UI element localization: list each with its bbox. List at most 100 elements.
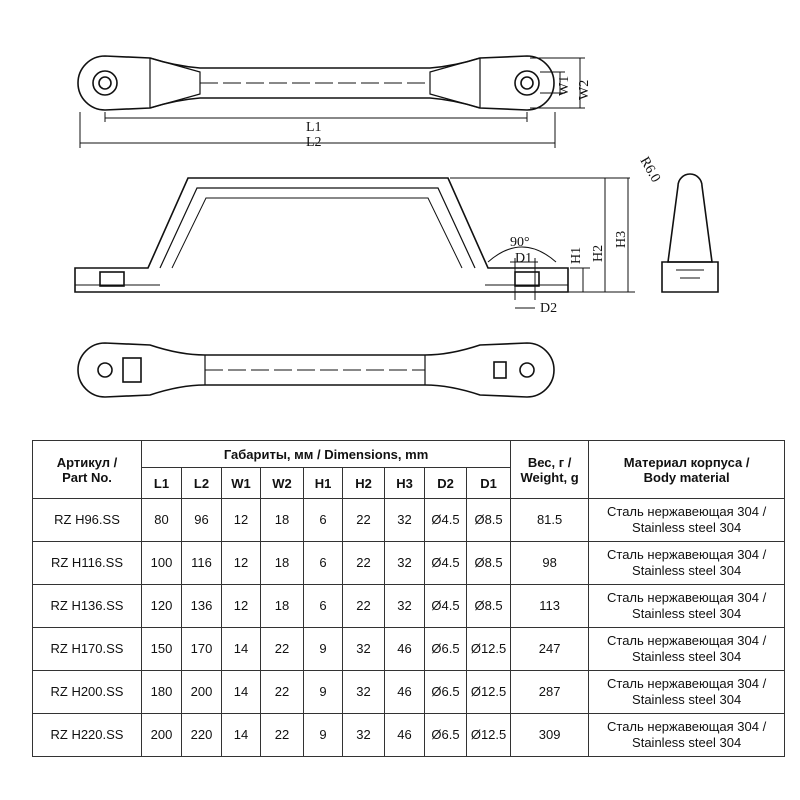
side-view: 90° D1 D2 H1 H2 H3 [74, 177, 635, 316]
material-en: Stainless steel 304 [632, 563, 742, 578]
cell-w2: 22 [260, 713, 304, 757]
label-W2: W2 [577, 80, 592, 100]
material-ru: Сталь нержавеющая 304 / [607, 676, 767, 691]
cell-material: Сталь нержавеющая 304 /Stainless steel 3… [588, 584, 786, 628]
cell-part-no: RZ H170.SS [32, 627, 142, 671]
cell-d2: Ø6.5 [424, 627, 467, 671]
cell-h3: 46 [384, 627, 425, 671]
cell-w1: 12 [221, 584, 261, 628]
cell-weight: 81.5 [510, 498, 590, 542]
cell-h2: 32 [342, 713, 385, 757]
header-l2: L2 [181, 467, 222, 499]
cell-w2: 18 [260, 498, 304, 542]
header-part-no: Артикул /Part No. [32, 440, 142, 499]
material-ru: Сталь нержавеющая 304 / [607, 547, 767, 562]
cell-weight: 247 [510, 627, 590, 671]
cell-weight: 98 [510, 541, 590, 585]
cell-l1: 200 [141, 713, 182, 757]
cell-d2: Ø4.5 [424, 498, 467, 542]
header-h1: H1 [303, 467, 343, 499]
cell-part-no: RZ H96.SS [32, 498, 142, 542]
label-H2: H2 [591, 245, 606, 262]
cell-l2: 96 [181, 498, 222, 542]
header-w2: W2 [260, 467, 304, 499]
cell-part-no: RZ H136.SS [32, 584, 142, 628]
cell-d1: Ø8.5 [465, 498, 512, 542]
cell-w2: 22 [260, 670, 304, 714]
cell-h2: 32 [342, 627, 385, 671]
cell-l1: 80 [141, 498, 182, 542]
cell-l2: 170 [181, 627, 222, 671]
cell-l1: 120 [141, 584, 182, 628]
header-h2: H2 [342, 467, 385, 499]
cell-w1: 14 [221, 627, 261, 671]
cell-material: Сталь нержавеющая 304 /Stainless steel 3… [588, 713, 786, 757]
top-view: L1 L2 W1 W2 [77, 55, 592, 150]
cell-weight: 287 [510, 670, 590, 714]
cell-h2: 22 [342, 541, 385, 585]
cell-h1: 9 [303, 713, 343, 757]
cell-part-no: RZ H220.SS [32, 713, 142, 757]
cell-h3: 46 [384, 670, 425, 714]
cell-part-no: RZ H200.SS [32, 670, 142, 714]
cell-h1: 9 [303, 670, 343, 714]
cell-w1: 14 [221, 713, 261, 757]
cell-h1: 9 [303, 627, 343, 671]
header-h3: H3 [384, 467, 425, 499]
cell-l2: 136 [181, 584, 222, 628]
label-D2: D2 [540, 301, 557, 316]
technical-drawing: L1 L2 W1 W2 90° D1 D2 H1 H2 H3 R6.0 [74, 55, 719, 398]
cell-h3: 32 [384, 541, 425, 585]
cell-w1: 12 [221, 498, 261, 542]
specifications-table: Артикул /Part No. Габариты, мм / Dimensi… [32, 440, 786, 757]
label-L1: L1 [306, 120, 322, 135]
cell-material: Сталь нержавеющая 304 /Stainless steel 3… [588, 498, 786, 542]
cell-w1: 12 [221, 541, 261, 585]
cell-d1: Ø8.5 [465, 584, 512, 628]
cell-h1: 6 [303, 541, 343, 585]
header-dimensions: Габариты, мм / Dimensions, mm [140, 440, 512, 468]
cell-w2: 22 [260, 627, 304, 671]
cell-h1: 6 [303, 584, 343, 628]
header-d1: D1 [465, 467, 512, 499]
material-en: Stainless steel 304 [632, 606, 742, 621]
cell-d2: Ø6.5 [424, 713, 467, 757]
header-weight: Вес, г /Weight, g [510, 440, 590, 499]
bottom-view [77, 342, 555, 398]
label-R: R6.0 [637, 155, 663, 186]
cell-l2: 116 [181, 541, 222, 585]
cell-h1: 6 [303, 498, 343, 542]
label-H1: H1 [569, 247, 584, 264]
label-angle: 90° [510, 235, 530, 250]
cell-l1: 180 [141, 670, 182, 714]
label-L2: L2 [306, 135, 322, 150]
label-W1: W1 [557, 76, 572, 96]
cell-w1: 14 [221, 670, 261, 714]
material-ru: Сталь нержавеющая 304 / [607, 719, 767, 734]
header-w1: W1 [221, 467, 261, 499]
cell-l1: 100 [141, 541, 182, 585]
header-d2: D2 [424, 467, 467, 499]
material-en: Stainless steel 304 [632, 692, 742, 707]
end-view: R6.0 [637, 155, 719, 293]
header-material: Материал корпуса /Body material [588, 440, 786, 499]
label-H3: H3 [614, 231, 629, 248]
label-D1: D1 [515, 251, 532, 266]
cell-l1: 150 [141, 627, 182, 671]
cell-h3: 32 [384, 584, 425, 628]
cell-material: Сталь нержавеющая 304 /Stainless steel 3… [588, 670, 786, 714]
cell-h2: 32 [342, 670, 385, 714]
cell-d2: Ø4.5 [424, 584, 467, 628]
cell-d1: Ø12.5 [465, 713, 512, 757]
cell-d1: Ø12.5 [465, 627, 512, 671]
header-l1: L1 [141, 467, 182, 499]
cell-d1: Ø12.5 [465, 670, 512, 714]
cell-h3: 46 [384, 713, 425, 757]
material-ru: Сталь нержавеющая 304 / [607, 590, 767, 605]
